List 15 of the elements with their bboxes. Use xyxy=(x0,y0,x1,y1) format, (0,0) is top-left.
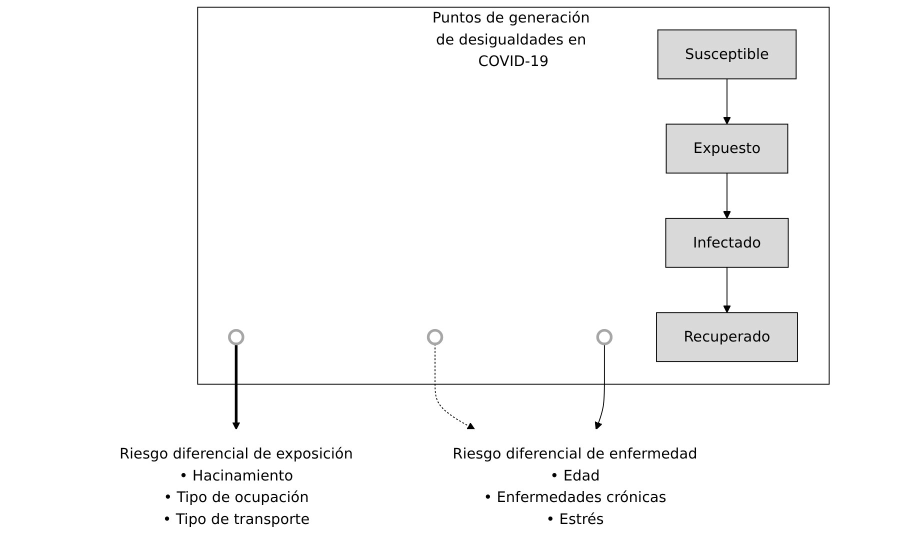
node-circle xyxy=(228,328,244,346)
arrow xyxy=(434,343,475,430)
node-box: Recuperado xyxy=(656,312,798,362)
node-box: Infectado xyxy=(665,218,788,268)
node-box: Susceptible xyxy=(657,29,796,80)
arrow xyxy=(722,266,731,313)
arrow xyxy=(722,78,731,125)
arrow xyxy=(232,344,240,430)
arrow xyxy=(722,172,731,219)
node-box: Expuesto xyxy=(666,124,788,174)
node-circle xyxy=(426,328,443,346)
node-circle xyxy=(596,328,612,346)
node-text: Riesgo diferencial de exposición • Hacinamiento • Tipo de ocupación • Tipo de transporte xyxy=(119,444,353,528)
node-text: Riesgo diferencial de enfermedad • Edad • Enfermedades crónicas • Estrés xyxy=(452,444,698,528)
arrow xyxy=(594,343,605,430)
